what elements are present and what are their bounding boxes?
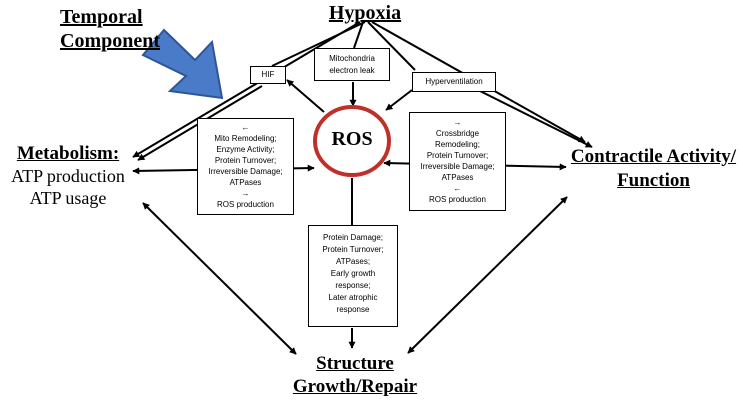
temporal-component-label: Temporal Component: [60, 5, 170, 53]
ros-label: ROS: [331, 128, 373, 150]
ros-to-hif-arrow: [286, 79, 325, 113]
right-box-line-1: →: [453, 118, 462, 127]
right-box-line-3: Remodeling;: [435, 140, 480, 149]
bottom-box-line-4: Early growth: [330, 269, 376, 278]
temporal-line-2: Component: [60, 30, 161, 52]
structure-line-2: Growth/Repair: [292, 376, 418, 397]
right-mechanisms-box: → Crossbridge Remodeling; Protein Turnov…: [409, 112, 506, 211]
mito-line-2: electron leak: [329, 66, 375, 75]
left-box-line-3: Enzyme Activity;: [216, 145, 275, 154]
right-box-line-4: Protein Turnover;: [426, 151, 489, 160]
hyperventilation-to-contractile-arrow: [479, 90, 593, 148]
contractile-line-1: Contractile Activity/: [570, 146, 737, 167]
bottom-box-line-7: response: [336, 305, 370, 314]
structure-line-1: Structure: [316, 353, 394, 374]
hyperventilation-box: Hyperventilation: [412, 72, 496, 92]
temporal-line-1: Temporal: [60, 6, 143, 28]
metabolism-label: Metabolism: ATP production ATP usage: [2, 143, 134, 209]
mito-line-1: Mitochondria: [329, 54, 375, 63]
left-box-line-4: Protein Turnover;: [214, 156, 277, 165]
metabolism-title: Metabolism:: [16, 143, 120, 164]
bottom-box-line-2: Protein Turnover;: [322, 245, 384, 254]
left-mechanisms-box: ← Mito Remodeling; Enzyme Activity; Prot…: [197, 118, 294, 215]
right-box-line-2: Crossbridge: [435, 129, 480, 138]
left-box-line-2: Mito Remodeling;: [214, 134, 277, 143]
protein-damage-box: Protein Damage; Protein Turnover; ATPase…: [308, 225, 398, 327]
temporal-arrow-shape: [141, 28, 224, 100]
metabolism-structure-arrow: [142, 202, 297, 355]
structure-label: Structure Growth/Repair: [285, 352, 425, 398]
contractile-label: Contractile Activity/ Function: [566, 145, 741, 193]
structure-contractile-arrow: [407, 196, 568, 354]
left-box-line-1: ←: [241, 123, 250, 132]
bottom-box-line-6: Later atrophic: [328, 293, 378, 302]
left-box-line-5: Irreversible Damage;: [208, 167, 283, 176]
hypoxia-to-hyperventilation-line: [367, 21, 416, 71]
bottom-box-line-1: Protein Damage;: [322, 233, 384, 242]
contractile-line-2: Function: [617, 170, 690, 191]
hyperventilation-text: Hyperventilation: [425, 77, 483, 86]
right-box-line-5: Irreversible Damage;: [420, 162, 495, 171]
ros-ring: [313, 105, 391, 177]
left-box-line-8: ROS production: [217, 200, 274, 209]
bottom-box-line-5: response;: [335, 281, 371, 290]
hyperventilation-to-ros-arrow: [385, 89, 413, 111]
left-box-line-6: ATPases: [229, 178, 262, 187]
metabolism-line-1: ATP production: [11, 166, 125, 186]
left-box-line-7: →: [241, 189, 250, 198]
bottom-box-line-3: ATPases;: [335, 257, 371, 266]
hif-text: HIF: [261, 70, 275, 79]
right-box-line-7: ←: [453, 184, 462, 193]
mitochondria-box: Mitochondria electron leak: [314, 48, 390, 81]
hypoxia-to-metabolism-arrow: [132, 21, 361, 158]
hif-box: HIF: [250, 66, 286, 84]
right-box-line-8: ROS production: [429, 195, 486, 204]
hypoxia-to-mito-line: [353, 21, 364, 49]
right-box-line-6: ATPases: [441, 173, 474, 182]
hypoxia-label: Hypoxia: [328, 2, 402, 24]
metabolism-line-2: ATP usage: [29, 188, 107, 208]
